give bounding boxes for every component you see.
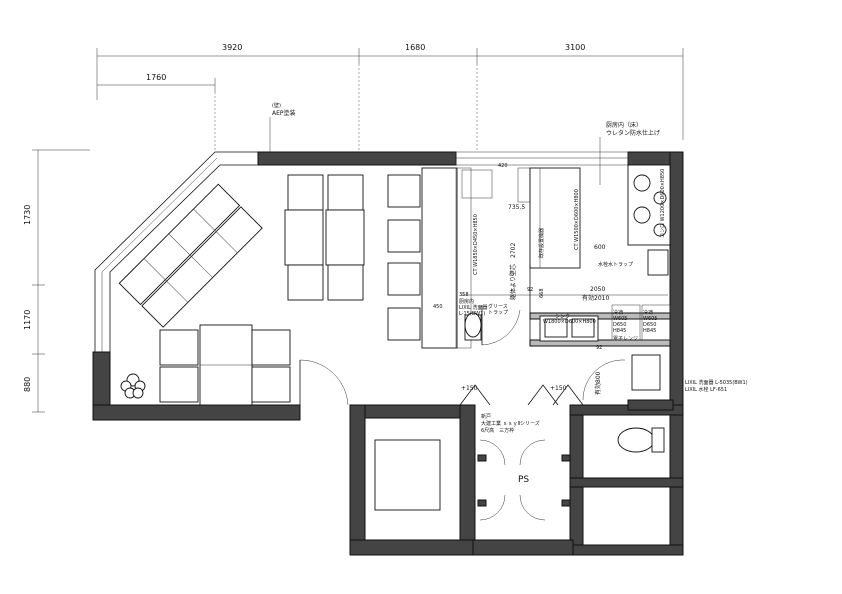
left-dimensions: 1730 1170 880	[23, 149, 90, 413]
level-2: +150	[550, 385, 567, 392]
door-effective: 有効800	[594, 371, 602, 395]
fridge2-d: D650	[643, 322, 656, 328]
stove-label: コンロ W1200×D600×H850	[660, 169, 666, 238]
dim-top-3: 3100	[565, 43, 585, 52]
fridge2-h: H845	[643, 328, 656, 334]
plant-icon	[120, 373, 146, 399]
walls	[92, 151, 684, 556]
ps-doors[interactable]	[477, 439, 571, 521]
kitchen-floor-2: ウレタン防水仕上げ	[606, 129, 660, 137]
dim-420: 420	[498, 163, 508, 169]
door-spec-2: 大建工業 ｓｓｙⅡシリーズ	[481, 420, 540, 427]
door-spec-1: 新戸	[481, 413, 491, 420]
grease-trap-1: グリース	[488, 303, 508, 310]
dim-92b: 92	[596, 345, 602, 351]
elevator-shaft	[374, 439, 441, 511]
ct-left-label: CT W1850×D450×H850	[473, 214, 479, 275]
wall-finish-1: (壁)	[272, 102, 281, 109]
wall-core-label: 躯体より壁芯	[509, 264, 517, 300]
fridge1-type: 冷凍	[613, 309, 623, 316]
dim-735: 735.5	[508, 204, 525, 211]
lavatory-1: LIXIL 洗面器 L-5035(BW1)	[685, 379, 748, 386]
kitchen-floor-1: 厨房内（床）	[606, 121, 642, 129]
dim-top-2: 1680	[405, 43, 425, 52]
grease-trap-2: トラップ	[488, 310, 508, 316]
level-1: +150	[461, 385, 478, 392]
dim-effective: 有効2010	[582, 294, 609, 302]
fridge1-d: D650	[613, 322, 626, 328]
dim-92a: 92	[527, 287, 533, 293]
dim-450: 450	[433, 304, 443, 310]
counter-stools	[387, 167, 458, 349]
dim-358: 358	[459, 292, 469, 298]
kitchen-in-1: 厨房内	[459, 298, 474, 305]
dim-top-sub: 1760	[146, 73, 166, 82]
kitchen-in-2: LIXIL 洗面器	[459, 304, 488, 311]
dim-2050: 2050	[590, 286, 605, 293]
dim-top-1: 3920	[222, 43, 242, 52]
wall-finish-2: AEP塗装	[272, 109, 296, 117]
center-tables	[284, 174, 365, 301]
fridge1-h: H845	[613, 328, 626, 334]
dim-left-3: 880	[23, 377, 32, 392]
diagonal-seating	[118, 183, 263, 328]
dim-2702: 2702	[510, 243, 517, 258]
fridge2-w: W605	[643, 316, 658, 322]
dim-600: 600	[594, 244, 606, 251]
counter-label: 既存設置機器	[538, 228, 545, 258]
dim-left-1: 1730	[23, 205, 32, 225]
window	[455, 151, 629, 166]
fridge1-w: W605	[613, 316, 628, 322]
kitchen-in-3: L-15(BW1)	[459, 311, 485, 317]
dim-left-2: 1170	[23, 310, 32, 330]
lavatory-2: LIXIL 水栓 LF-651	[685, 386, 727, 393]
entrance-door[interactable]	[299, 359, 349, 406]
stairs-marks	[459, 359, 626, 406]
toilet-icon	[617, 427, 665, 453]
dim-668: 668	[539, 288, 545, 298]
sink-size: W1800×D600×H800	[543, 319, 596, 325]
sink-label: シンク	[555, 314, 570, 320]
top-dimensions: 3920 1680 3100 1760	[96, 43, 684, 150]
fridge2-type: 冷凍	[643, 309, 653, 316]
ct-right-label: CT W1500×D600×H800	[574, 189, 580, 250]
door-spec-3: 6尺高 三方枠	[481, 427, 514, 434]
kitchen	[455, 164, 671, 391]
room-ps: PS	[518, 475, 529, 485]
microwave-label: 電子レンジ	[613, 335, 638, 342]
drain-label: 水栓水トラップ	[598, 261, 633, 268]
lower-tables	[159, 324, 291, 406]
